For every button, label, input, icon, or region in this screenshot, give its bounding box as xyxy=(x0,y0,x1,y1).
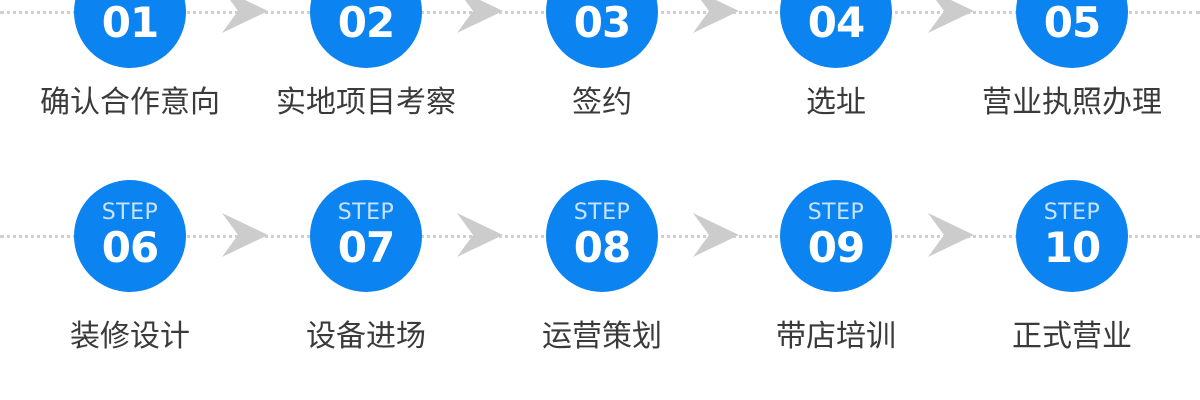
chevron-right-arrow-icon xyxy=(689,211,743,259)
step-number-badge: STEP 10 xyxy=(1016,180,1128,292)
step-number: 04 xyxy=(807,0,865,47)
step-label: 装修设计 xyxy=(70,319,190,354)
step-06: STEP 06 装修设计 xyxy=(10,180,250,400)
step-number-badge: 02 xyxy=(310,0,422,68)
step-word: STEP xyxy=(807,200,865,225)
chevron-right-arrow-icon xyxy=(453,0,507,35)
step-number-badge: STEP 07 xyxy=(310,180,422,292)
step-07: STEP 07 设备进场 xyxy=(246,180,486,400)
step-09: STEP 09 带店培训 xyxy=(716,180,956,400)
step-word: STEP xyxy=(101,200,159,225)
step-number-badge: STEP 09 xyxy=(780,180,892,292)
chevron-right-arrow-icon xyxy=(218,0,272,35)
step-number: 08 xyxy=(573,223,631,272)
chevron-right-arrow-icon xyxy=(689,0,743,35)
chevron-right-arrow-icon xyxy=(924,211,978,259)
step-08: STEP 08 运营策划 xyxy=(482,180,722,400)
step-number: 06 xyxy=(101,223,159,272)
step-number: 05 xyxy=(1043,0,1101,47)
step-04: 04 选址 xyxy=(716,0,956,176)
step-label: 实地项目考察 xyxy=(276,85,456,120)
step-number: 07 xyxy=(337,223,395,272)
step-number-badge: STEP 08 xyxy=(546,180,658,292)
step-number: 09 xyxy=(807,223,865,272)
step-label: 选址 xyxy=(806,85,866,120)
step-number-badge: 04 xyxy=(780,0,892,68)
step-label: 带店培训 xyxy=(776,319,896,354)
step-number-badge: 03 xyxy=(546,0,658,68)
step-label: 运营策划 xyxy=(542,319,662,354)
chevron-right-arrow-icon xyxy=(453,211,507,259)
step-word: STEP xyxy=(1043,200,1101,225)
step-label: 设备进场 xyxy=(306,319,426,354)
process-row-2: STEP 06 装修设计 STEP 07 设备进场 STEP 08 运营策划 S… xyxy=(0,180,1200,354)
step-01: 01 确认合作意向 xyxy=(10,0,250,176)
step-03: 03 签约 xyxy=(482,0,722,176)
step-number-badge: 05 xyxy=(1016,0,1128,68)
chevron-right-arrow-icon xyxy=(924,0,978,35)
chevron-right-arrow-icon xyxy=(218,211,272,259)
process-row-1: 01 确认合作意向 02 实地项目考察 03 签约 04 选址 05 xyxy=(0,0,1200,120)
step-label: 正式营业 xyxy=(1012,319,1132,354)
step-05: 05 营业执照办理 xyxy=(952,0,1192,176)
step-label: 营业执照办理 xyxy=(982,85,1162,120)
step-10: STEP 10 正式营业 xyxy=(952,180,1192,400)
step-02: 02 实地项目考察 xyxy=(246,0,486,176)
step-number: 03 xyxy=(573,0,631,47)
step-number: 02 xyxy=(337,0,395,47)
step-word: STEP xyxy=(337,200,395,225)
step-number: 10 xyxy=(1043,223,1101,272)
step-number-badge: 01 xyxy=(74,0,186,68)
step-number: 01 xyxy=(101,0,159,47)
step-label: 签约 xyxy=(572,85,632,120)
step-word: STEP xyxy=(573,200,631,225)
step-number-badge: STEP 06 xyxy=(74,180,186,292)
step-label: 确认合作意向 xyxy=(40,85,220,120)
